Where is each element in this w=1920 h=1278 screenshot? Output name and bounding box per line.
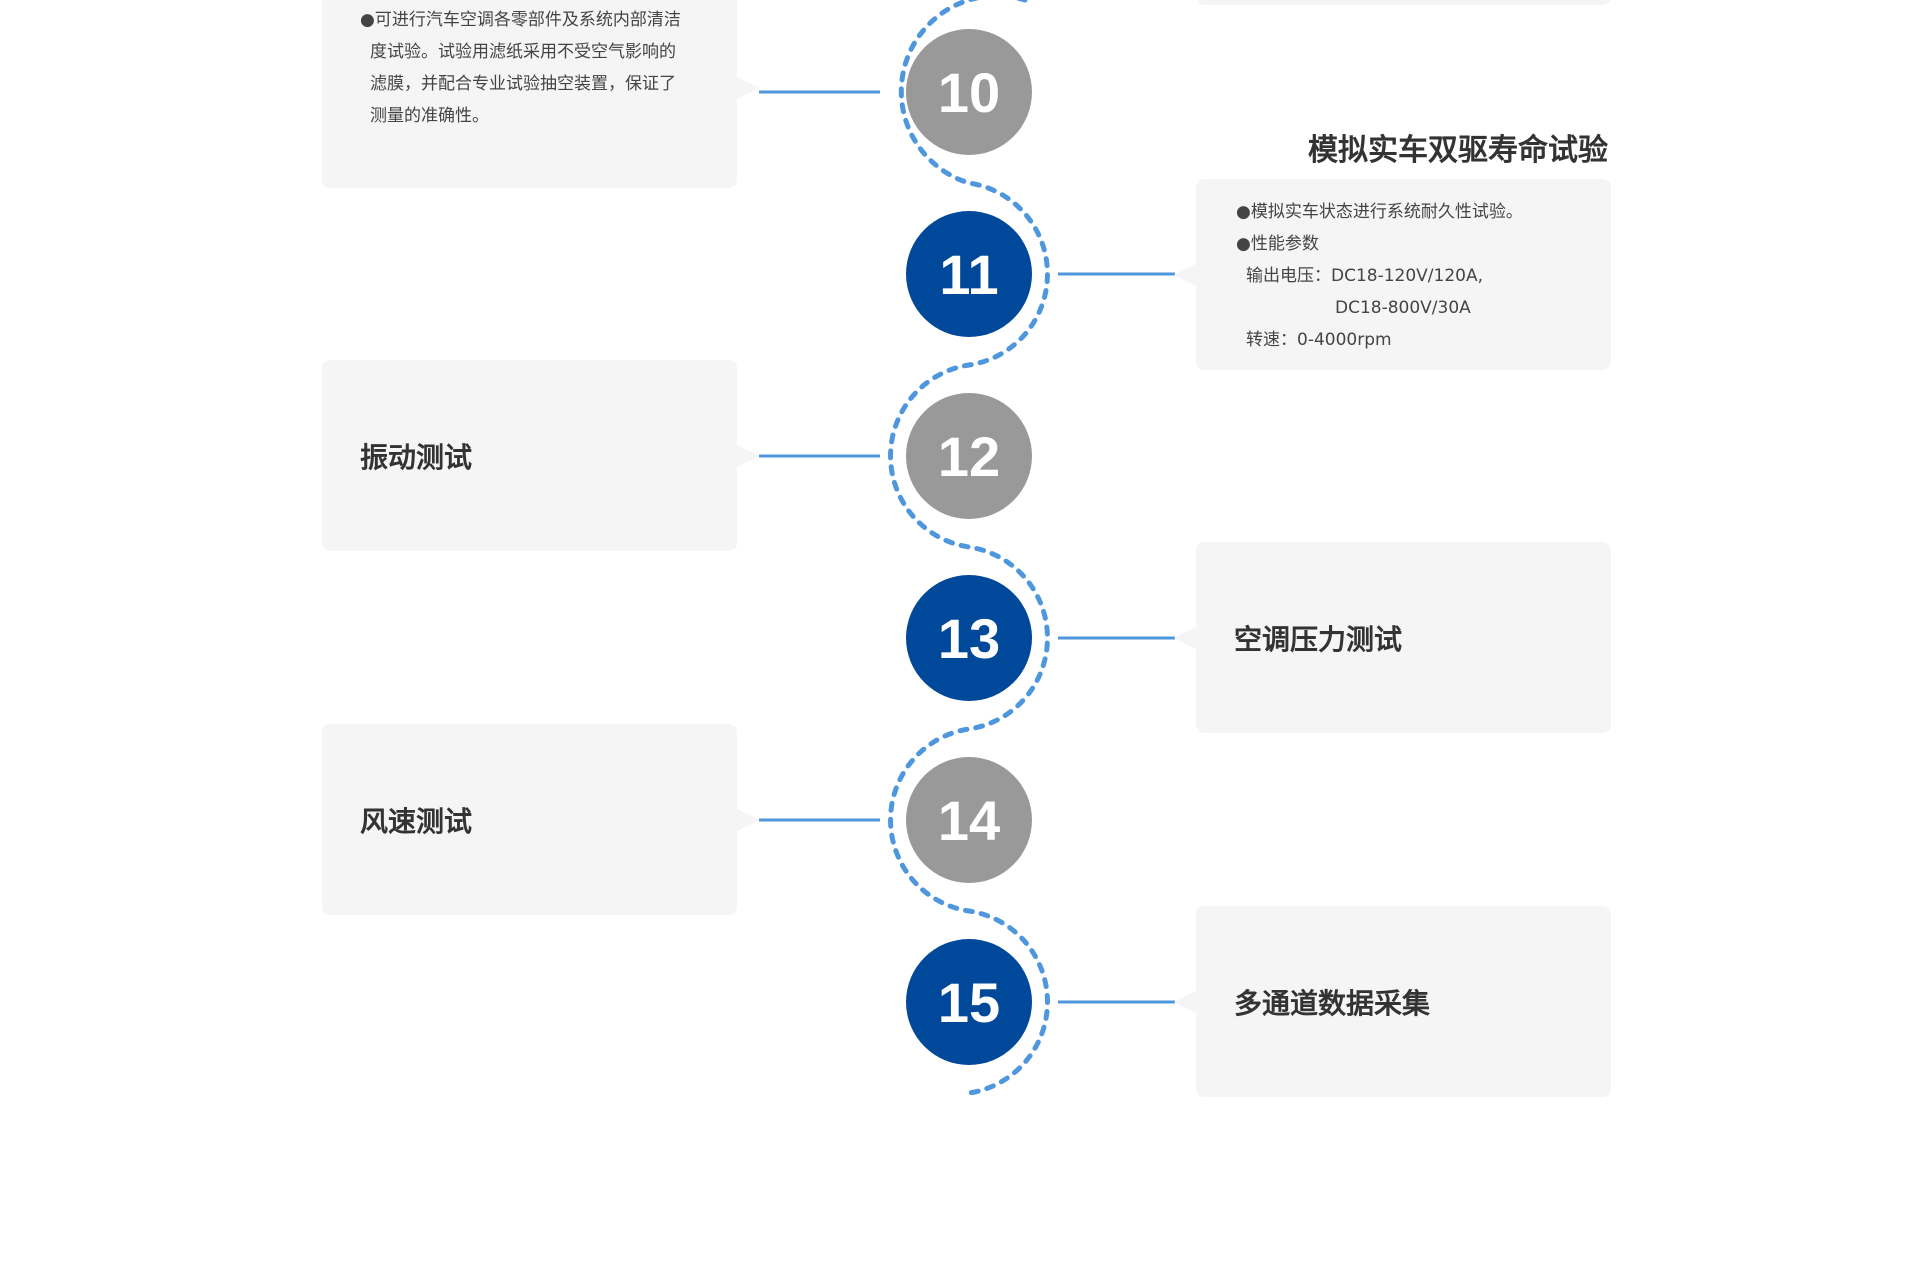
step-number-12: 12	[906, 393, 1032, 519]
step-title-14: 风速测试	[360, 804, 473, 838]
step-card-11: ●模拟实车状态进行系统耐久性试验。 ●性能参数 输出电压：DC18-120V/1…	[1174, 179, 1611, 370]
step-number-10: 10	[906, 29, 1032, 155]
step-card-15: 多通道数据采集	[1174, 906, 1611, 1097]
step-card-10: ●可进行汽车空调各零部件及系统内部清洁 度试验。试验用滤纸采用不受空气影响的 滤…	[322, 0, 759, 188]
step-description-11: ●模拟实车状态进行系统耐久性试验。 ●性能参数 输出电压：DC18-120V/1…	[1236, 196, 1575, 356]
description-line: 转速：0-4000rpm	[1246, 330, 1392, 350]
step-title-15: 多通道数据采集	[1234, 986, 1431, 1020]
step-title-12: 振动测试	[360, 440, 473, 474]
description-line: 输出电压：DC18-120V/120A,	[1246, 266, 1484, 286]
previous-step-card	[1196, 0, 1611, 5]
step-number-14: 14	[906, 757, 1032, 883]
description-line: 测量的准确性。	[370, 106, 489, 126]
step-title-13: 空调压力测试	[1234, 622, 1403, 656]
step-card-12: 振动测试	[322, 360, 759, 551]
step-card-13: 空调压力测试	[1174, 542, 1611, 733]
description-line: ●可进行汽车空调各零部件及系统内部清洁	[360, 10, 681, 30]
description-line: ●性能参数	[1236, 234, 1319, 254]
step-card-14: 风速测试	[322, 724, 759, 915]
description-line: 滤膜，并配合专业试验抽空装置，保证了	[370, 74, 676, 94]
step-number-11: 11	[906, 211, 1032, 337]
step-number-15: 15	[906, 939, 1032, 1065]
step-title-11: 模拟实车双驱寿命试验	[1308, 133, 1608, 168]
description-line: DC18-800V/30A	[1335, 298, 1471, 318]
step-description-10: ●可进行汽车空调各零部件及系统内部清洁 度试验。试验用滤纸采用不受空气影响的 滤…	[360, 4, 701, 132]
description-line: ●模拟实车状态进行系统耐久性试验。	[1236, 202, 1523, 222]
step-number-13: 13	[906, 575, 1032, 701]
description-line: 度试验。试验用滤纸采用不受空气影响的	[370, 42, 676, 62]
timeline-dashed-spine	[888, 0, 1050, 1096]
